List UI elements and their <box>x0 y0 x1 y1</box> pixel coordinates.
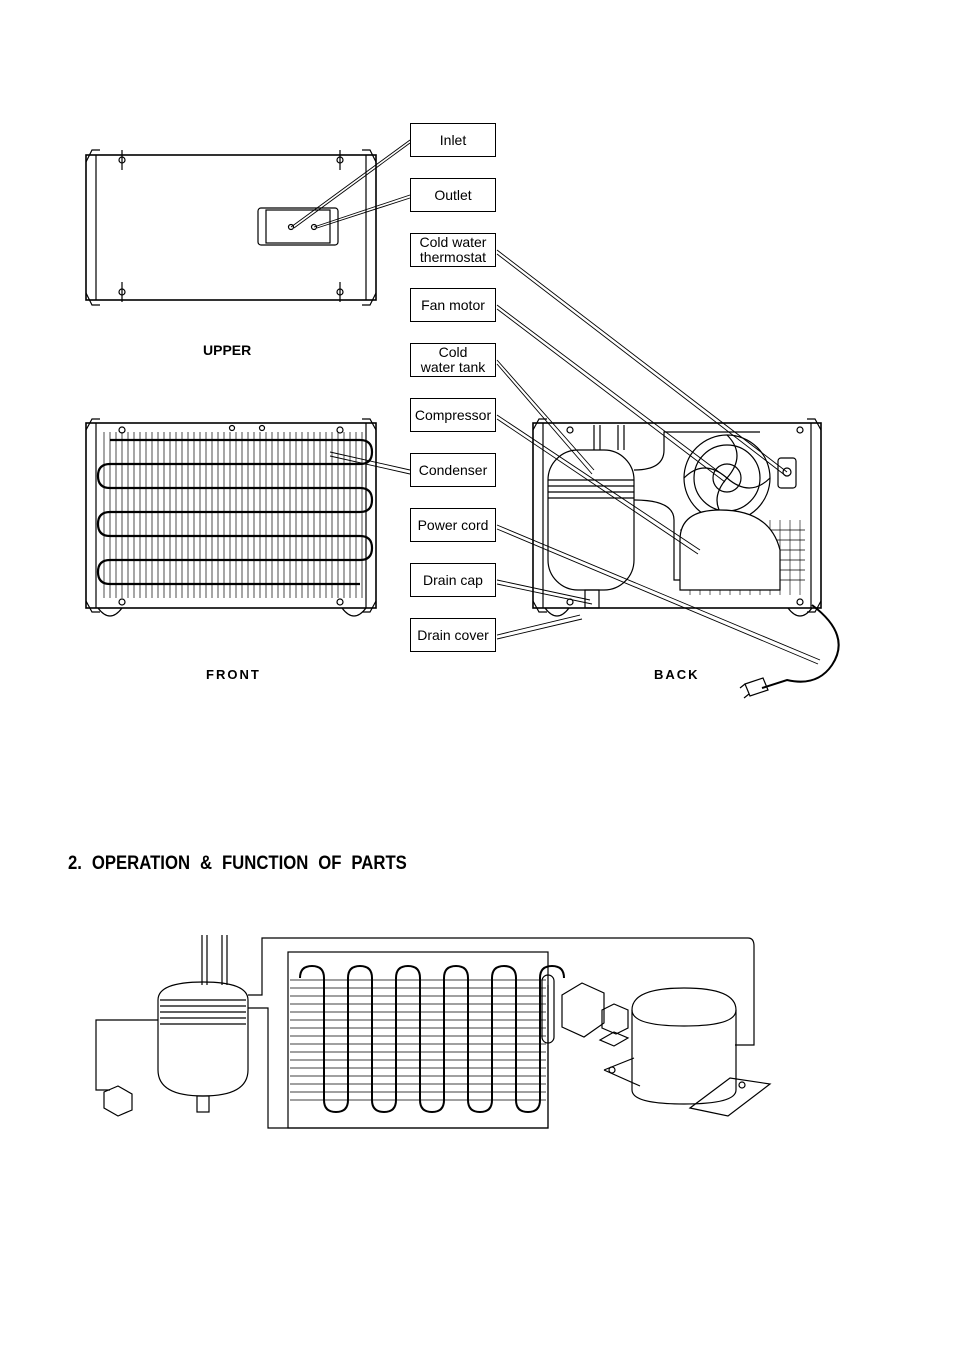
callout-condenser: Condenser <box>410 453 496 487</box>
callout-outlet: Outlet <box>410 178 496 212</box>
callout-compressor: Compressor <box>410 398 496 432</box>
view-label-upper: UPPER <box>203 342 252 358</box>
system-diagram <box>95 935 772 1129</box>
view-label-back: BACK <box>654 667 700 682</box>
view-label-front: FRONT <box>206 667 261 682</box>
back-view-panel <box>532 418 840 699</box>
section-title: 2. OPERATION & FUNCTION OF PARTS <box>68 853 407 874</box>
callout-drain-cap: Drain cap <box>410 563 496 597</box>
front-view-fins <box>103 432 363 598</box>
leader-lines <box>290 139 821 665</box>
front-view-panel <box>85 418 377 617</box>
callout-inlet: Inlet <box>410 123 496 157</box>
callout-drain-cover: Drain cover <box>410 618 496 652</box>
callout-cold-water-tank: Cold water tank <box>410 343 496 377</box>
callout-cold-water-thermostat: Cold water thermostat <box>410 233 496 267</box>
callout-fan-motor: Fan motor <box>410 288 496 322</box>
upper-view-panel <box>85 149 377 306</box>
callout-power-cord: Power cord <box>410 508 496 542</box>
